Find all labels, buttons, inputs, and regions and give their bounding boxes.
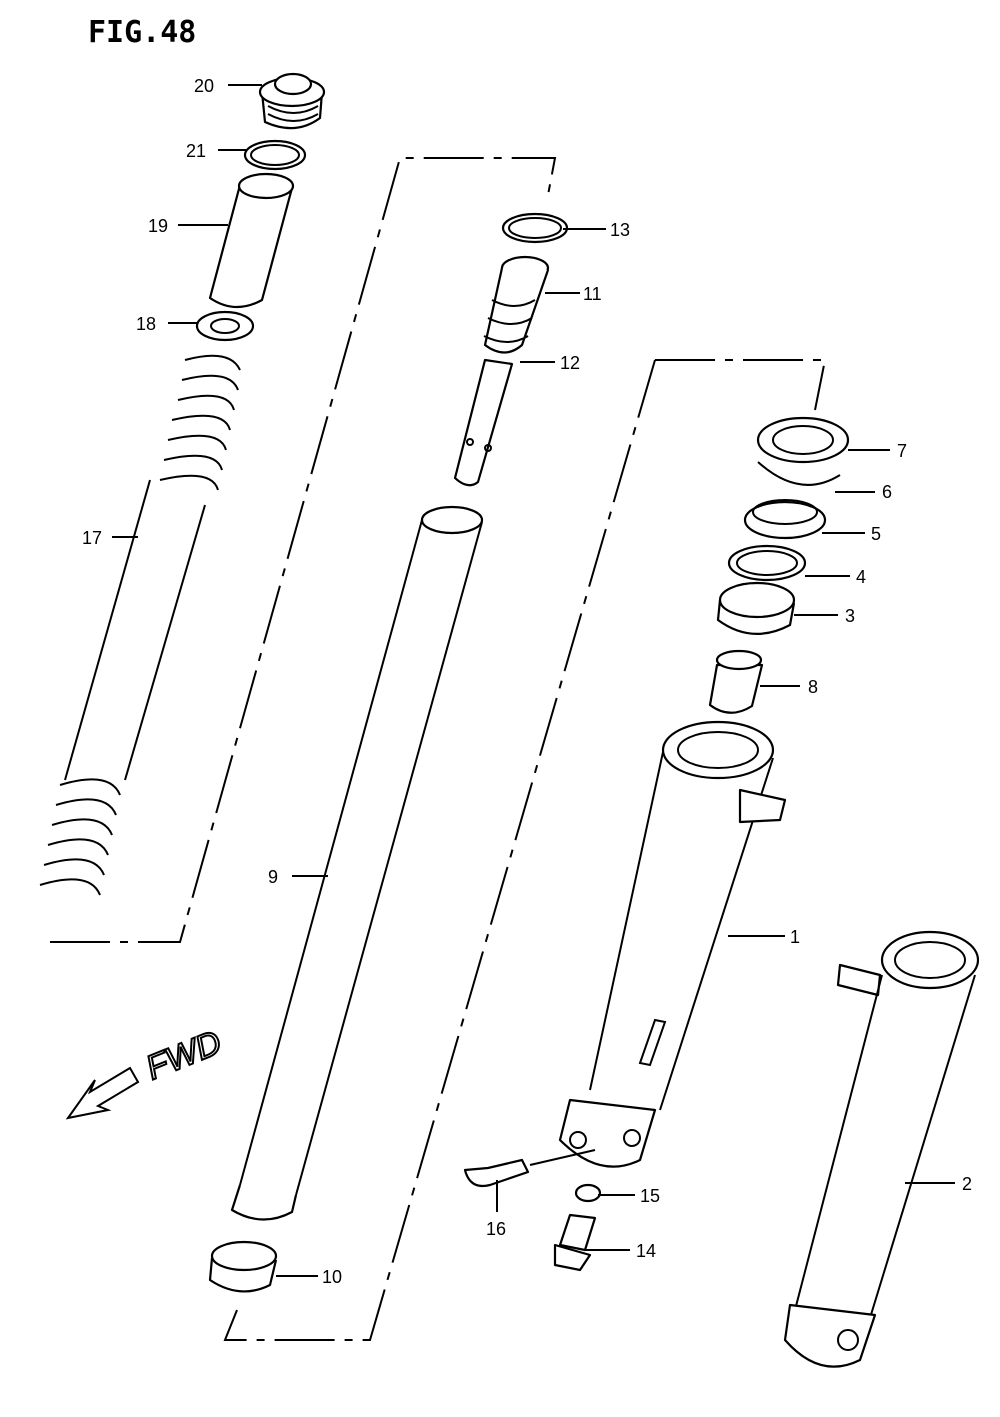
part-1-outer-tube — [558, 720, 787, 1168]
spring-assembly-group — [39, 72, 557, 943]
fwd-direction-indicator: FWD — [65, 1022, 228, 1120]
callout-1: 1 — [790, 927, 800, 947]
assembly-line-center-top — [655, 359, 827, 411]
fwd-label: FWD — [141, 1023, 227, 1087]
callout-2: 2 — [962, 1174, 972, 1194]
part-17-fork-spring — [39, 354, 241, 896]
callout-5: 5 — [871, 524, 881, 544]
callout-4: 4 — [856, 567, 866, 587]
callout-19: 19 — [148, 216, 168, 236]
callout-15: 15 — [640, 1186, 660, 1206]
callout-13: 13 — [610, 220, 630, 240]
part-8-cylinder-bushing — [708, 649, 764, 714]
callout-6: 6 — [882, 482, 892, 502]
part-11-12-damper-rod — [453, 255, 550, 487]
fwd-arrow-icon — [65, 1066, 140, 1120]
part-5-oil-seal — [743, 500, 827, 540]
part-6-clip — [757, 461, 841, 486]
callout-18: 18 — [136, 314, 156, 334]
callout-10: 10 — [322, 1267, 342, 1287]
callout-20: 20 — [194, 76, 214, 96]
callout-21: 21 — [186, 141, 206, 161]
callout-3: 3 — [845, 606, 855, 626]
callout-labels: 1 2 3 4 5 6 7 8 9 10 11 12 13 14 15 16 1… — [82, 76, 972, 1287]
part-3-guide-bushing — [716, 581, 796, 635]
seal-stack-group — [708, 416, 850, 714]
part-16-bolt — [463, 1149, 596, 1188]
part-14-bolt — [553, 1213, 597, 1272]
part-18-washer — [195, 310, 255, 342]
callout-9: 9 — [268, 867, 278, 887]
part-10-bushing — [208, 1240, 278, 1293]
part-15-washer — [574, 1183, 602, 1203]
part-19-spacer — [208, 172, 295, 309]
part-20-cap-bolt — [258, 72, 326, 130]
callout-17: 17 — [82, 528, 102, 548]
figure-title: FIG.48 — [88, 15, 196, 50]
leader-lines — [112, 84, 955, 1277]
part-7-dust-seal — [756, 416, 850, 464]
callout-8: 8 — [808, 677, 818, 697]
callout-16: 16 — [486, 1219, 506, 1239]
callout-12: 12 — [560, 353, 580, 373]
assembly-line-left — [50, 157, 557, 943]
callout-14: 14 — [636, 1241, 656, 1261]
part-2-outer-tube — [783, 930, 980, 1368]
part-9-inner-tube — [230, 505, 484, 1221]
callout-11: 11 — [583, 284, 602, 304]
callout-7: 7 — [897, 441, 907, 461]
assembly-line-center — [223, 359, 656, 1341]
